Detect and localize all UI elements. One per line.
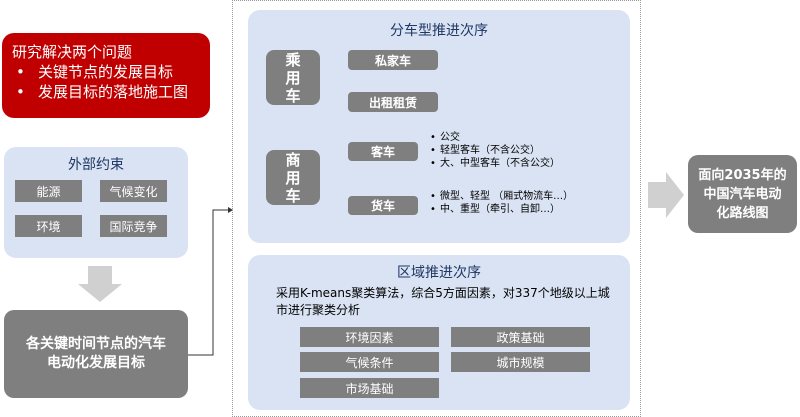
passenger-vehicle-box: 乘用车 — [266, 50, 320, 105]
list-item: 公交 — [430, 131, 560, 144]
factor-item: 气候条件 — [300, 352, 439, 372]
char: 用 — [285, 68, 301, 87]
constraint-item: 气候变化 — [100, 180, 167, 202]
result-line: 面向2035年的 — [698, 167, 787, 183]
constraint-item: 国际竞争 — [100, 215, 167, 237]
problem-item: 发展目标的落地施工图 — [12, 82, 200, 102]
char: 乘 — [285, 50, 301, 69]
result-line: 化路线图 — [716, 205, 769, 221]
arrow-head-icon — [228, 207, 233, 213]
factor-item: 环境因素 — [300, 327, 439, 347]
list-item: 微型、轻型 （厢式物流车…） — [430, 190, 573, 203]
commercial-vehicle-box: 商用车 — [266, 150, 320, 205]
external-constraints-panel: 外部约束 能源 气候变化 环境 国际竞争 — [4, 147, 188, 258]
goals-line: 电动化发展目标 — [47, 355, 145, 371]
problems-title: 研究解决两个问题 — [12, 43, 133, 61]
roadmap-result-box: 面向2035年的中国汽车电动化路线图 — [688, 155, 797, 233]
region-order-description: 采用K-means聚类算法，综合5方面因素，对337个地级以上城市进行聚类分析 — [276, 286, 610, 317]
factor-item: 城市规模 — [451, 352, 590, 372]
factor-item: 政策基础 — [451, 327, 590, 347]
research-problems-box: 研究解决两个问题 关键节点的发展目标 发展目标的落地施工图 — [2, 33, 210, 118]
constraint-item: 环境 — [15, 215, 82, 237]
truck-pill: 货车 — [348, 196, 418, 215]
result-line: 中国汽车电动 — [703, 186, 782, 202]
constraint-item: 能源 — [15, 180, 82, 202]
bus-list: 公交 轻型客车（不含公交） 大、中型客车（不含公交） — [430, 131, 560, 170]
development-goals-box: 各关键时间节点的汽车电动化发展目标 — [4, 310, 188, 398]
factor-item: 市场基础 — [300, 378, 439, 398]
down-arrow-icon — [78, 266, 122, 302]
char: 用 — [285, 168, 301, 187]
region-order-panel: 区域推进次序 采用K-means聚类算法，综合5方面因素，对337个地级以上城市… — [248, 255, 630, 410]
char: 车 — [285, 86, 301, 105]
goals-line: 各关键时间节点的汽车 — [26, 336, 166, 352]
vehicle-order-title: 分车型推进次序 — [390, 23, 488, 39]
list-item: 大、中型客车（不含公交） — [430, 157, 560, 170]
private-car-pill: 私家车 — [348, 50, 438, 70]
right-arrow-icon — [648, 172, 684, 218]
list-item: 中、重型（牵引、自卸…） — [430, 203, 573, 216]
char: 车 — [285, 186, 301, 205]
taxi-rental-pill: 出租租赁 — [348, 92, 438, 112]
bus-pill: 客车 — [348, 142, 418, 161]
char: 商 — [285, 150, 301, 169]
goals-to-frame-connector — [188, 209, 228, 356]
truck-list: 微型、轻型 （厢式物流车…） 中、重型（牵引、自卸…） — [430, 190, 573, 216]
region-order-title: 区域推进次序 — [397, 265, 481, 281]
constraints-title: 外部约束 — [68, 157, 124, 173]
list-item: 轻型客车（不含公交） — [430, 144, 560, 157]
problem-item: 关键节点的发展目标 — [12, 62, 200, 82]
